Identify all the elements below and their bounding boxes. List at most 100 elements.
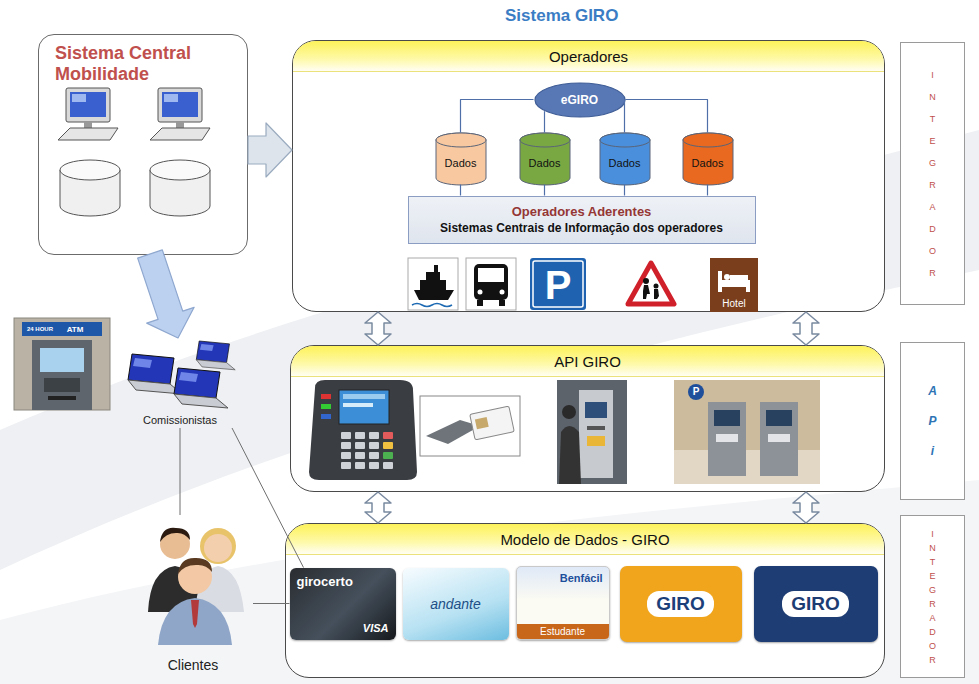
node-sublabel: Sistemas Centrais de Informação dos oper… — [440, 221, 723, 235]
payment-terminal — [355, 432, 365, 439]
people-icon — [178, 558, 212, 574]
text-holder: eGIRO — [534, 82, 626, 118]
exchange-arrow — [365, 492, 391, 523]
parking-machines-photo — [708, 402, 746, 476]
text-holder: GIRO — [620, 566, 742, 642]
card-reader — [420, 396, 520, 456]
text-holder: Dados — [435, 133, 487, 185]
laptop-icon — [196, 360, 235, 370]
parking-machines-photo — [674, 450, 820, 484]
cylinder-outline — [683, 133, 733, 185]
parking-machines-photo — [766, 410, 792, 426]
parking-machine-photo — [559, 426, 581, 484]
card: andante — [403, 568, 509, 640]
atm-photo — [40, 348, 84, 372]
card: BenfácilEstudante — [516, 566, 610, 640]
payment-terminal — [341, 452, 351, 459]
layer-band: OperadoreseGIRODadosDadosDadosDadosOpera… — [292, 40, 885, 312]
parking-machines-photo — [674, 380, 820, 484]
bus-icon — [478, 290, 483, 295]
bus-icon — [466, 258, 516, 310]
cylinder-outline — [436, 133, 486, 185]
hotel-sign — [746, 280, 750, 292]
card-reader — [420, 396, 520, 456]
cylinder-cap — [600, 133, 650, 147]
payment-terminal — [321, 414, 331, 419]
people-icon — [148, 528, 244, 645]
ellipse-outline — [535, 83, 625, 117]
card-reader — [475, 417, 489, 429]
text-holder: Operadores AderentesSistemas Centrais de… — [409, 197, 755, 243]
ship-icon — [420, 280, 446, 290]
label-anchor: P — [693, 387, 700, 397]
warning-sign — [628, 263, 674, 304]
node-label: Operadores — [549, 48, 628, 65]
atm-photo — [14, 318, 110, 410]
band-header: API GIRO — [291, 346, 884, 377]
node-label: Dados — [609, 157, 641, 169]
computer-icon — [58, 88, 118, 140]
text-holder: INTEGRADOR — [901, 43, 964, 304]
data-link — [625, 100, 626, 133]
computer-icon — [70, 92, 106, 117]
node-label: Dados — [692, 157, 724, 169]
diagram-title: Sistema GIRO — [505, 6, 618, 26]
parking-letter: P — [693, 387, 700, 397]
connector-line — [180, 428, 181, 515]
cylinder-outline — [520, 133, 570, 185]
text-holder: GIRO — [754, 566, 878, 642]
node-label: API GIRO — [554, 353, 621, 370]
disk-icon — [150, 160, 210, 180]
node-label: andante — [430, 596, 481, 612]
warning-sign — [628, 263, 674, 304]
label-anchor: Hotel — [722, 298, 745, 309]
cylinder-cap — [436, 133, 486, 147]
text-holder: APi — [901, 343, 964, 499]
data-link — [624, 185, 625, 196]
band-header: Modelo de Dados - GIRO — [286, 524, 884, 555]
ship-icon — [414, 290, 454, 300]
payment-terminal — [383, 442, 393, 449]
laptop-icon — [179, 372, 198, 382]
atm-photo — [22, 322, 102, 336]
exchange-arrow — [793, 312, 819, 345]
flow-arrow — [248, 123, 292, 177]
connector-line — [232, 428, 304, 568]
parking-machines-photo — [768, 434, 790, 442]
data-link — [460, 185, 461, 196]
label-anchor: P — [545, 265, 572, 305]
text-holder: Dados — [682, 133, 734, 185]
cylinder-outline — [600, 133, 650, 185]
warning-sign — [654, 284, 659, 289]
laptop-icon — [196, 341, 235, 370]
hotel-sign — [718, 271, 722, 292]
payment-terminal — [369, 432, 379, 439]
data-link — [544, 111, 545, 132]
integrator-bar: INTEGRADOR — [900, 515, 965, 678]
node-label: Clientes — [168, 657, 219, 673]
payment-terminal — [355, 462, 365, 469]
payment-terminal — [321, 394, 331, 399]
parking-machine-photo — [579, 390, 613, 478]
text-holder: BenfácilEstudante — [517, 567, 609, 639]
payment-terminal — [309, 380, 417, 480]
bus-icon — [478, 268, 504, 282]
database-cylinder: Dados — [599, 133, 651, 185]
ship-icon — [408, 258, 458, 310]
node-label: GIRO — [647, 591, 714, 617]
hotel-sign — [710, 258, 758, 312]
disk-icon — [150, 160, 210, 216]
computer-icon — [158, 88, 202, 122]
node-sublabel: VISA — [363, 622, 389, 634]
parking-machines-photo — [688, 384, 704, 400]
node-label: INTEGRADOR — [929, 64, 936, 284]
bus-icon — [466, 258, 516, 310]
computer-icon — [58, 128, 118, 140]
payment-terminal — [341, 432, 351, 439]
node-sublabel: Estudante — [517, 624, 609, 639]
parking-machine-photo — [587, 426, 605, 430]
parking-sign — [533, 261, 583, 307]
ship-icon — [412, 304, 452, 307]
